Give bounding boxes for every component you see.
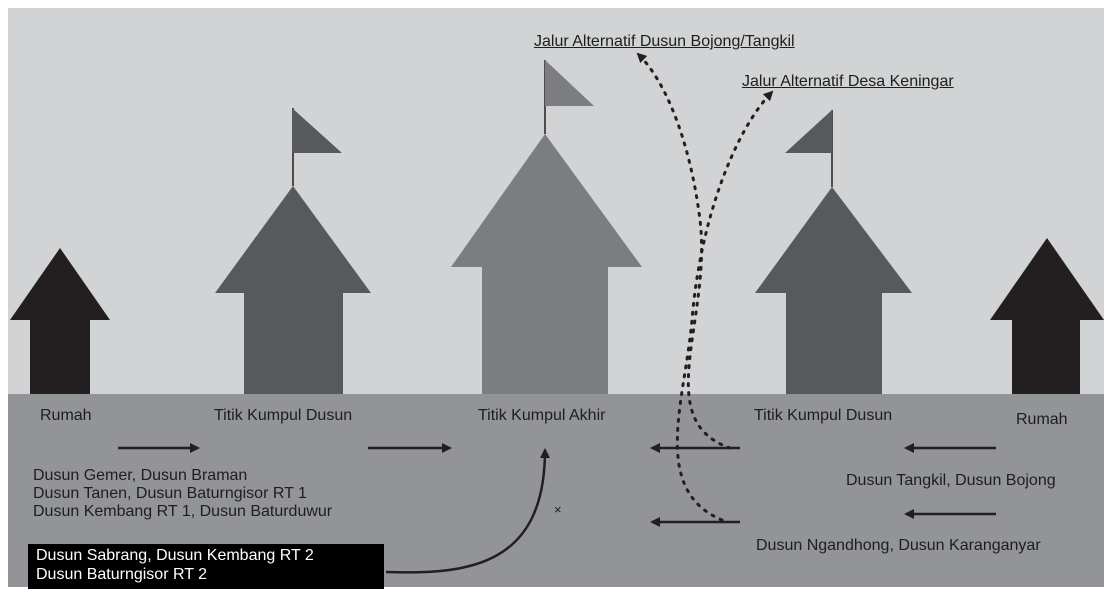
route-label-keningar: Jalur Alternatif Desa Keningar bbox=[742, 73, 954, 90]
highlighted-village-group: Dusun Sabrang, Dusun Kembang RT 2 Dusun … bbox=[28, 544, 384, 589]
alt-route-keningar-dotted bbox=[675, 90, 774, 522]
label-rumah-right: Rumah bbox=[1016, 411, 1068, 428]
left-group-line-2: Dusun Tanen, Dusun Baturngisor RT 1 bbox=[33, 485, 307, 502]
cross-mark: × bbox=[554, 502, 562, 517]
left-village-group: Dusun Gemer, Dusun Braman Dusun Tanen, D… bbox=[33, 467, 332, 521]
label-tkd-right: Titik Kumpul Dusun bbox=[754, 407, 893, 424]
house-icon-left bbox=[10, 248, 110, 394]
curved-arrow-to-final bbox=[385, 448, 550, 574]
highlighted-line-2: Dusun Baturngisor RT 2 bbox=[36, 566, 208, 583]
village-shelter-icon-left bbox=[215, 108, 371, 394]
final-shelter-icon bbox=[451, 60, 642, 394]
label-rumah-left: Rumah bbox=[40, 407, 92, 424]
label-tka: Titik Kumpul Akhir bbox=[478, 407, 606, 424]
left-group-line-3: Dusun Kembang RT 1, Dusun Baturduwur bbox=[33, 503, 333, 520]
house-icon-right bbox=[990, 238, 1104, 394]
village-shelter-icon-right bbox=[755, 110, 912, 394]
right-group-top: Dusun Tangkil, Dusun Bojong bbox=[846, 472, 1056, 489]
route-label-bojong: Jalur Alternatif Dusun Bojong/Tangkil bbox=[534, 33, 795, 50]
highlighted-line-1: Dusun Sabrang, Dusun Kembang RT 2 bbox=[36, 547, 314, 564]
alt-route-bojong-dotted bbox=[636, 52, 732, 450]
label-tkd-left: Titik Kumpul Dusun bbox=[214, 407, 353, 424]
right-group-bottom: Dusun Ngandhong, Dusun Karanganyar bbox=[756, 537, 1041, 554]
left-group-line-1: Dusun Gemer, Dusun Braman bbox=[33, 467, 248, 484]
